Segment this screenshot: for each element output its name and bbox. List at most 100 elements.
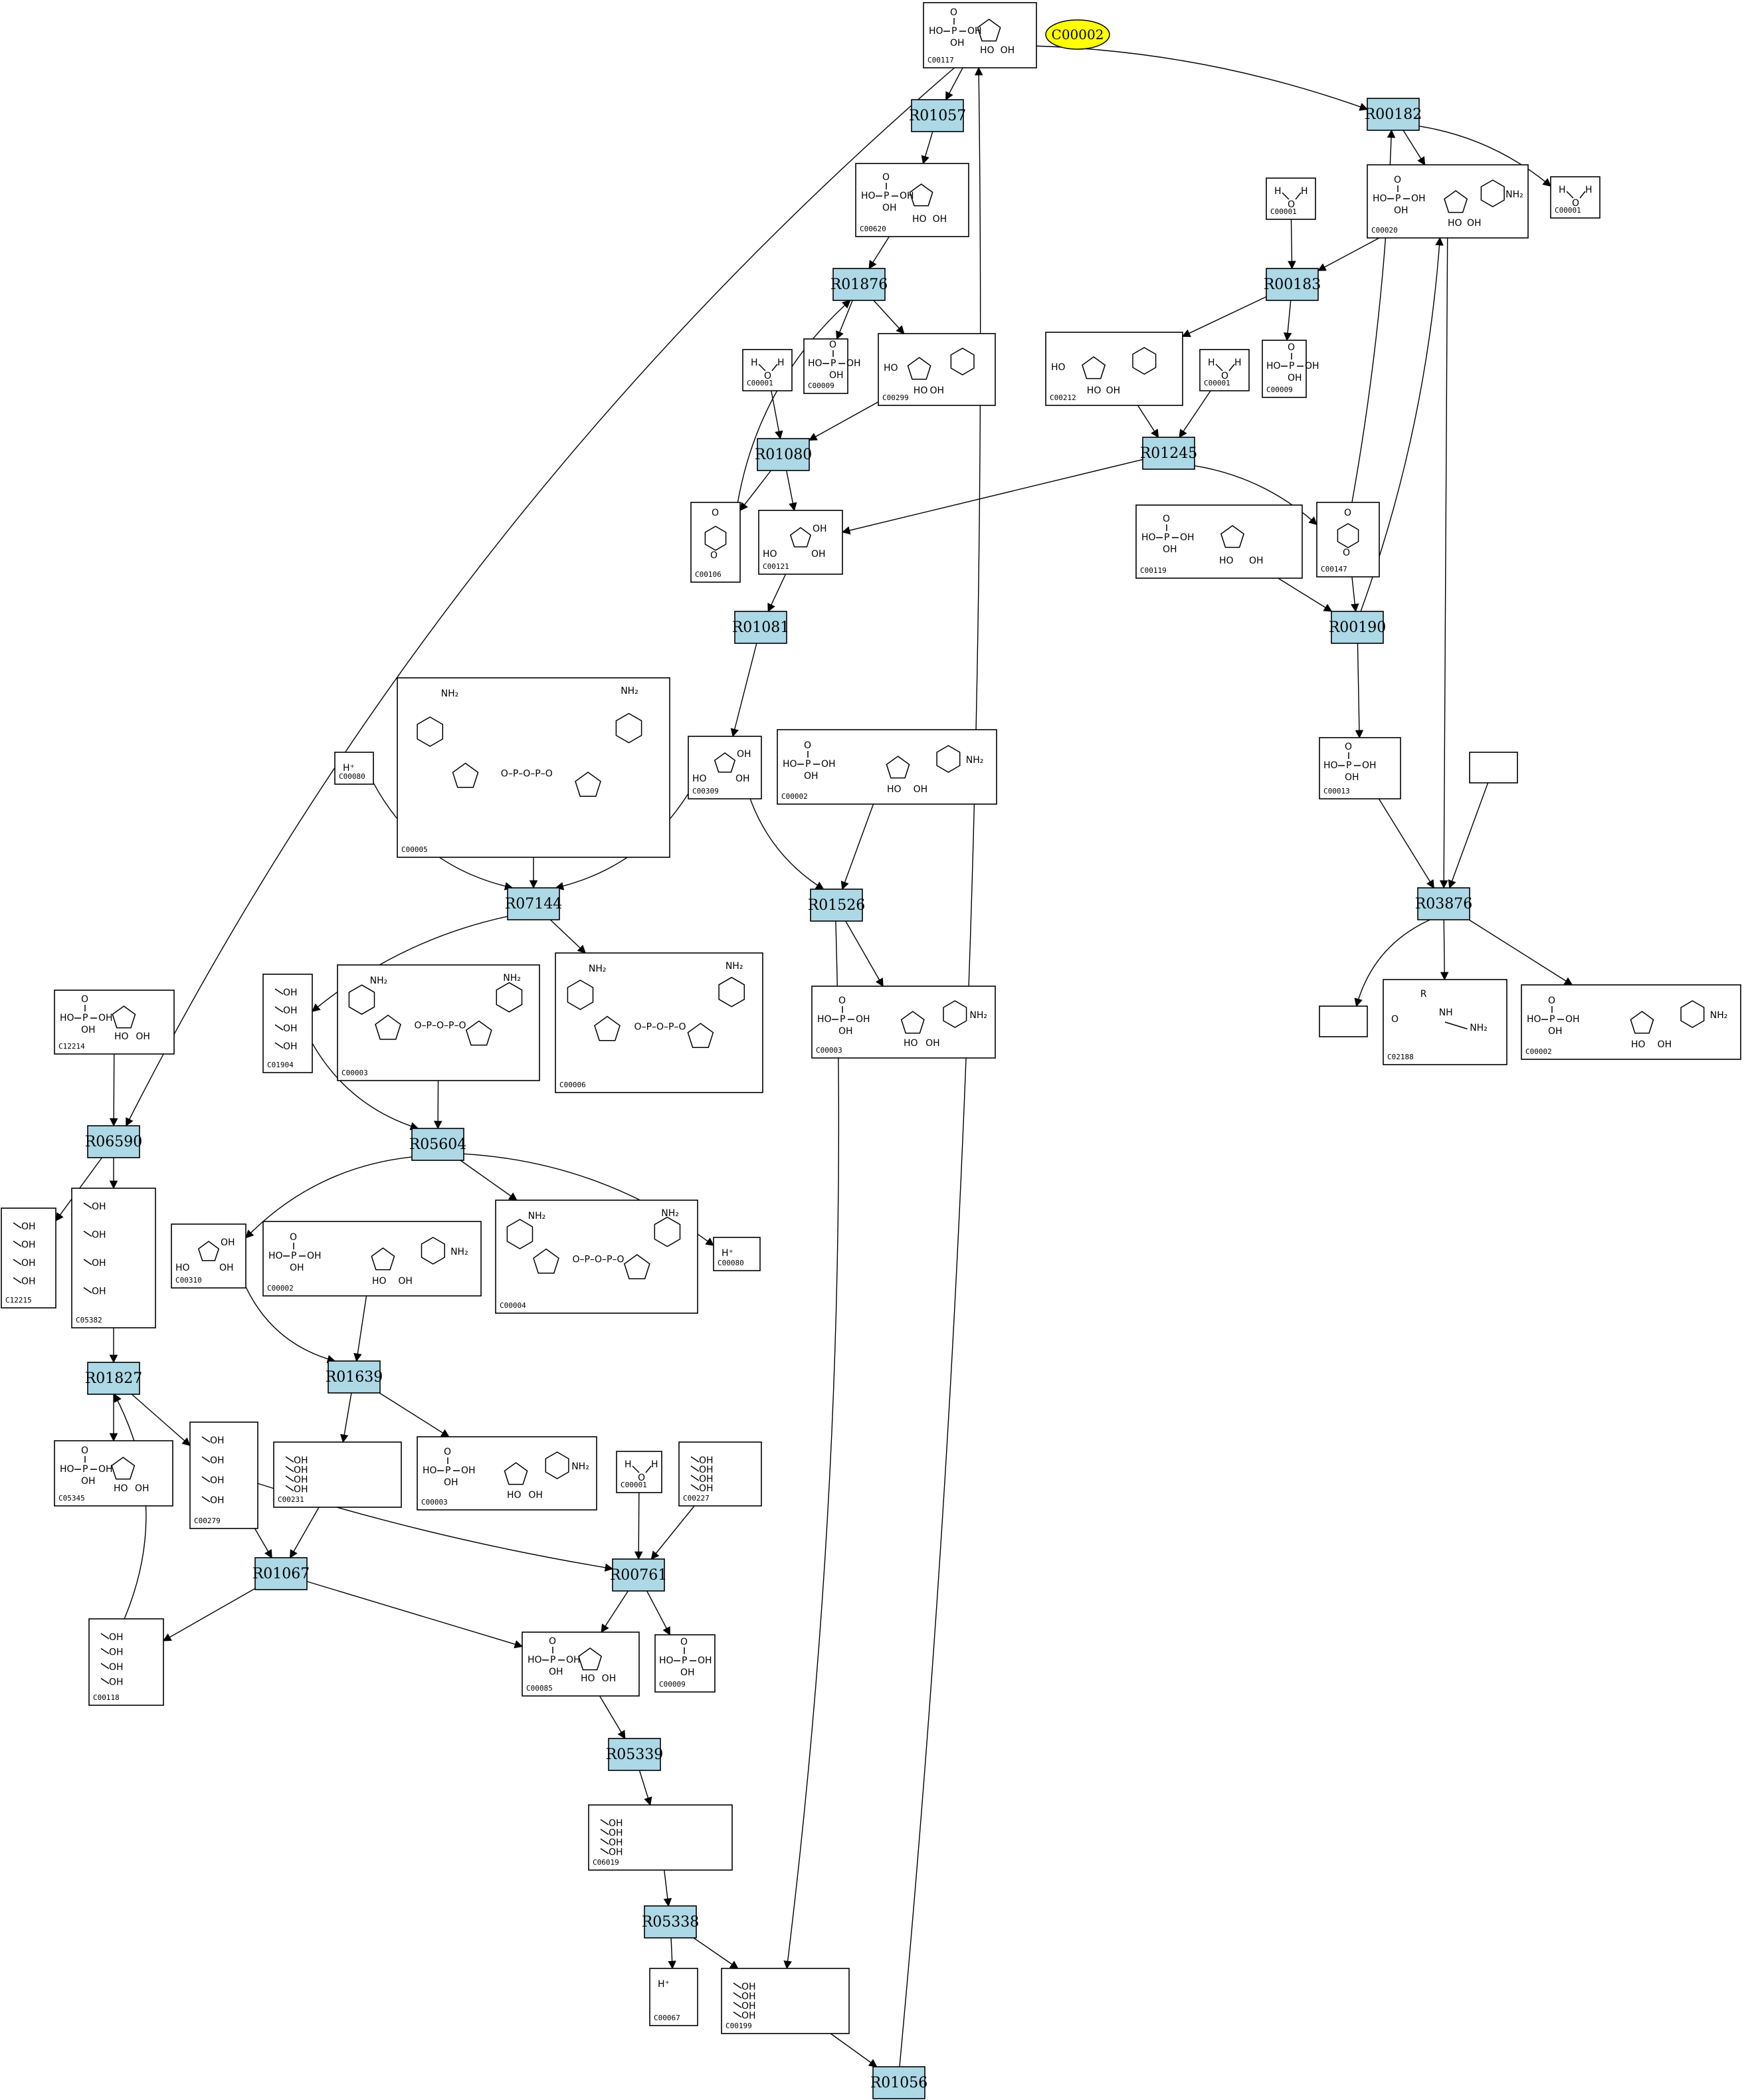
edge-c00310-r01639: [245, 1287, 336, 1364]
reaction-label: R01876: [830, 276, 888, 293]
reaction-r01639[interactable]: R01639: [326, 1360, 383, 1394]
atom-label: HO: [175, 1263, 190, 1273]
reaction-r01526[interactable]: R01526: [808, 889, 866, 922]
reaction-r06590[interactable]: R06590: [85, 1125, 143, 1158]
reaction-r01057[interactable]: R01057: [909, 99, 967, 132]
atom-label: OH: [21, 1277, 36, 1287]
atom-label: HO: [528, 1655, 542, 1665]
compound-box: [1262, 340, 1307, 398]
compound-c00080[interactable]: H⁺C00080: [713, 1237, 761, 1271]
reaction-r05338[interactable]: R05338: [642, 1905, 700, 1939]
reaction-label: R05339: [606, 1746, 664, 1763]
reaction-r05339[interactable]: R05339: [606, 1738, 664, 1771]
edge-c00309-r01526: [749, 798, 824, 890]
reaction-r01056[interactable]: R01056: [870, 2066, 928, 2099]
reaction-r05604[interactable]: R05604: [409, 1128, 467, 1161]
reaction-r00182[interactable]: R00182: [1365, 98, 1422, 131]
reaction-r03876[interactable]: R03876: [1415, 887, 1473, 920]
edge-r01057-c00620: [921, 131, 933, 165]
reaction-r01245[interactable]: R01245: [1140, 437, 1198, 470]
atom-label: H⁺: [343, 763, 355, 774]
atom-label: O: [290, 1232, 297, 1243]
edge-r01081-c00309: [730, 643, 757, 738]
bond-line: [690, 1456, 700, 1463]
reaction-r01067[interactable]: R01067: [252, 1557, 310, 1590]
bond-line: [690, 1475, 700, 1481]
ring-shape: [943, 1000, 967, 1028]
compound-id: C01904: [267, 1061, 294, 1069]
reaction-r00190[interactable]: R00190: [1329, 611, 1387, 644]
reaction-r00183[interactable]: R00183: [1264, 268, 1321, 301]
bond-line: [83, 1230, 92, 1237]
atom-label: HO: [914, 385, 928, 396]
atom-label: H: [1234, 358, 1242, 368]
compound-c00067[interactable]: H⁺C00067: [649, 1968, 698, 2026]
reaction-r07144[interactable]: R07144: [505, 887, 563, 920]
atom-label: NH₂: [1470, 1023, 1488, 1033]
bond-line: [1566, 191, 1574, 199]
compound-id: C05382: [76, 1316, 102, 1324]
reaction-r01827[interactable]: R01827: [85, 1362, 143, 1395]
edge-r01067-c00085: [306, 1581, 524, 1649]
reaction-r01081[interactable]: R01081: [732, 611, 790, 644]
ring-shape: [375, 1014, 401, 1040]
atom-label: OH: [602, 1673, 617, 1684]
compound-c00080[interactable]: H⁺C00080: [334, 752, 374, 785]
legend-ellipse: [1045, 19, 1110, 50]
reaction-r01876[interactable]: R01876: [830, 268, 888, 301]
ring-shape: [111, 1457, 136, 1480]
atom-label: HO: [929, 26, 943, 37]
reaction-r00761[interactable]: R00761: [610, 1558, 668, 1592]
reaction-r01080[interactable]: R01080: [755, 438, 813, 471]
bond-line: [100, 1633, 110, 1639]
bond-line: [632, 1465, 640, 1473]
legend-c00002[interactable]: C00002: [1045, 19, 1110, 50]
compound-blankb[interactable]: [1319, 1005, 1368, 1037]
compound-blanka[interactable]: [1469, 752, 1518, 784]
atom-label: OH: [444, 1477, 458, 1488]
compound-id: C00001: [621, 1481, 647, 1489]
